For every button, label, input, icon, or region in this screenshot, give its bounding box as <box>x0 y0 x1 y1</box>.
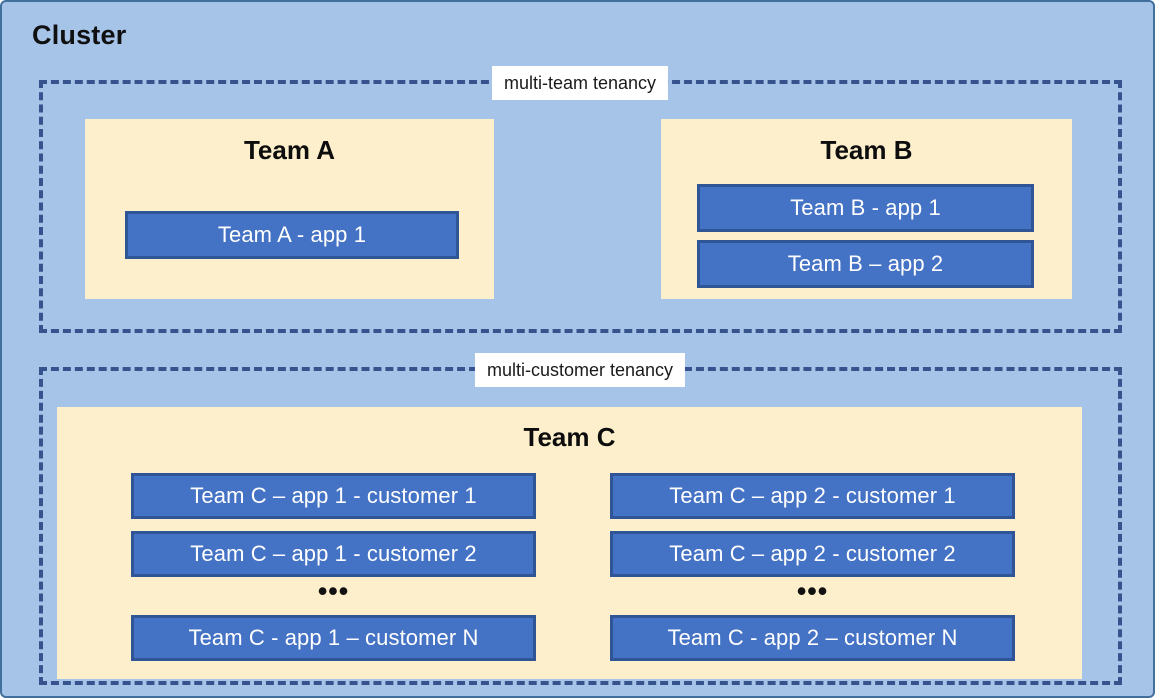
team-a-container: Team A <box>85 119 494 299</box>
tenancy-zone-multi-team: multi-team tenancy <box>39 66 1122 333</box>
team-c-title: Team C <box>523 422 616 452</box>
team-b-title: Team B <box>820 135 913 165</box>
app-box-team-c-app-2-customer-1[interactable]: Team C – app 2 - customer 1 <box>610 473 1015 519</box>
team-a-title: Team A <box>243 135 336 165</box>
app-box-team-a-app-1[interactable]: Team A - app 1 <box>125 211 459 259</box>
tenancy-zone-multi-customer: multi-customer tenancy <box>39 353 1122 685</box>
app-box-team-c-app-1-customer-1[interactable]: Team C – app 1 - customer 1 <box>131 473 536 519</box>
ellipsis-team-c-app-2: ••• <box>796 576 829 606</box>
app-box-team-b-app-1[interactable]: Team B - app 1 <box>697 184 1034 232</box>
app-box-team-c-app-2-customer-n[interactable]: Team C - app 2 – customer N <box>610 615 1015 661</box>
app-box-team-c-app-2-customer-2[interactable]: Team C – app 2 - customer 2 <box>610 531 1015 577</box>
app-box-team-c-app-1-customer-n[interactable]: Team C - app 1 – customer N <box>131 615 536 661</box>
tenancy-zone-multi-customer-label: multi-customer tenancy <box>474 353 686 387</box>
app-box-team-c-app-1-customer-2[interactable]: Team C – app 1 - customer 2 <box>131 531 536 577</box>
tenancy-zone-multi-team-label: multi-team tenancy <box>491 66 669 100</box>
cluster-title: Cluster <box>32 20 127 50</box>
ellipsis-team-c-app-1: ••• <box>317 576 350 606</box>
app-box-team-b-app-2[interactable]: Team B – app 2 <box>697 240 1034 288</box>
